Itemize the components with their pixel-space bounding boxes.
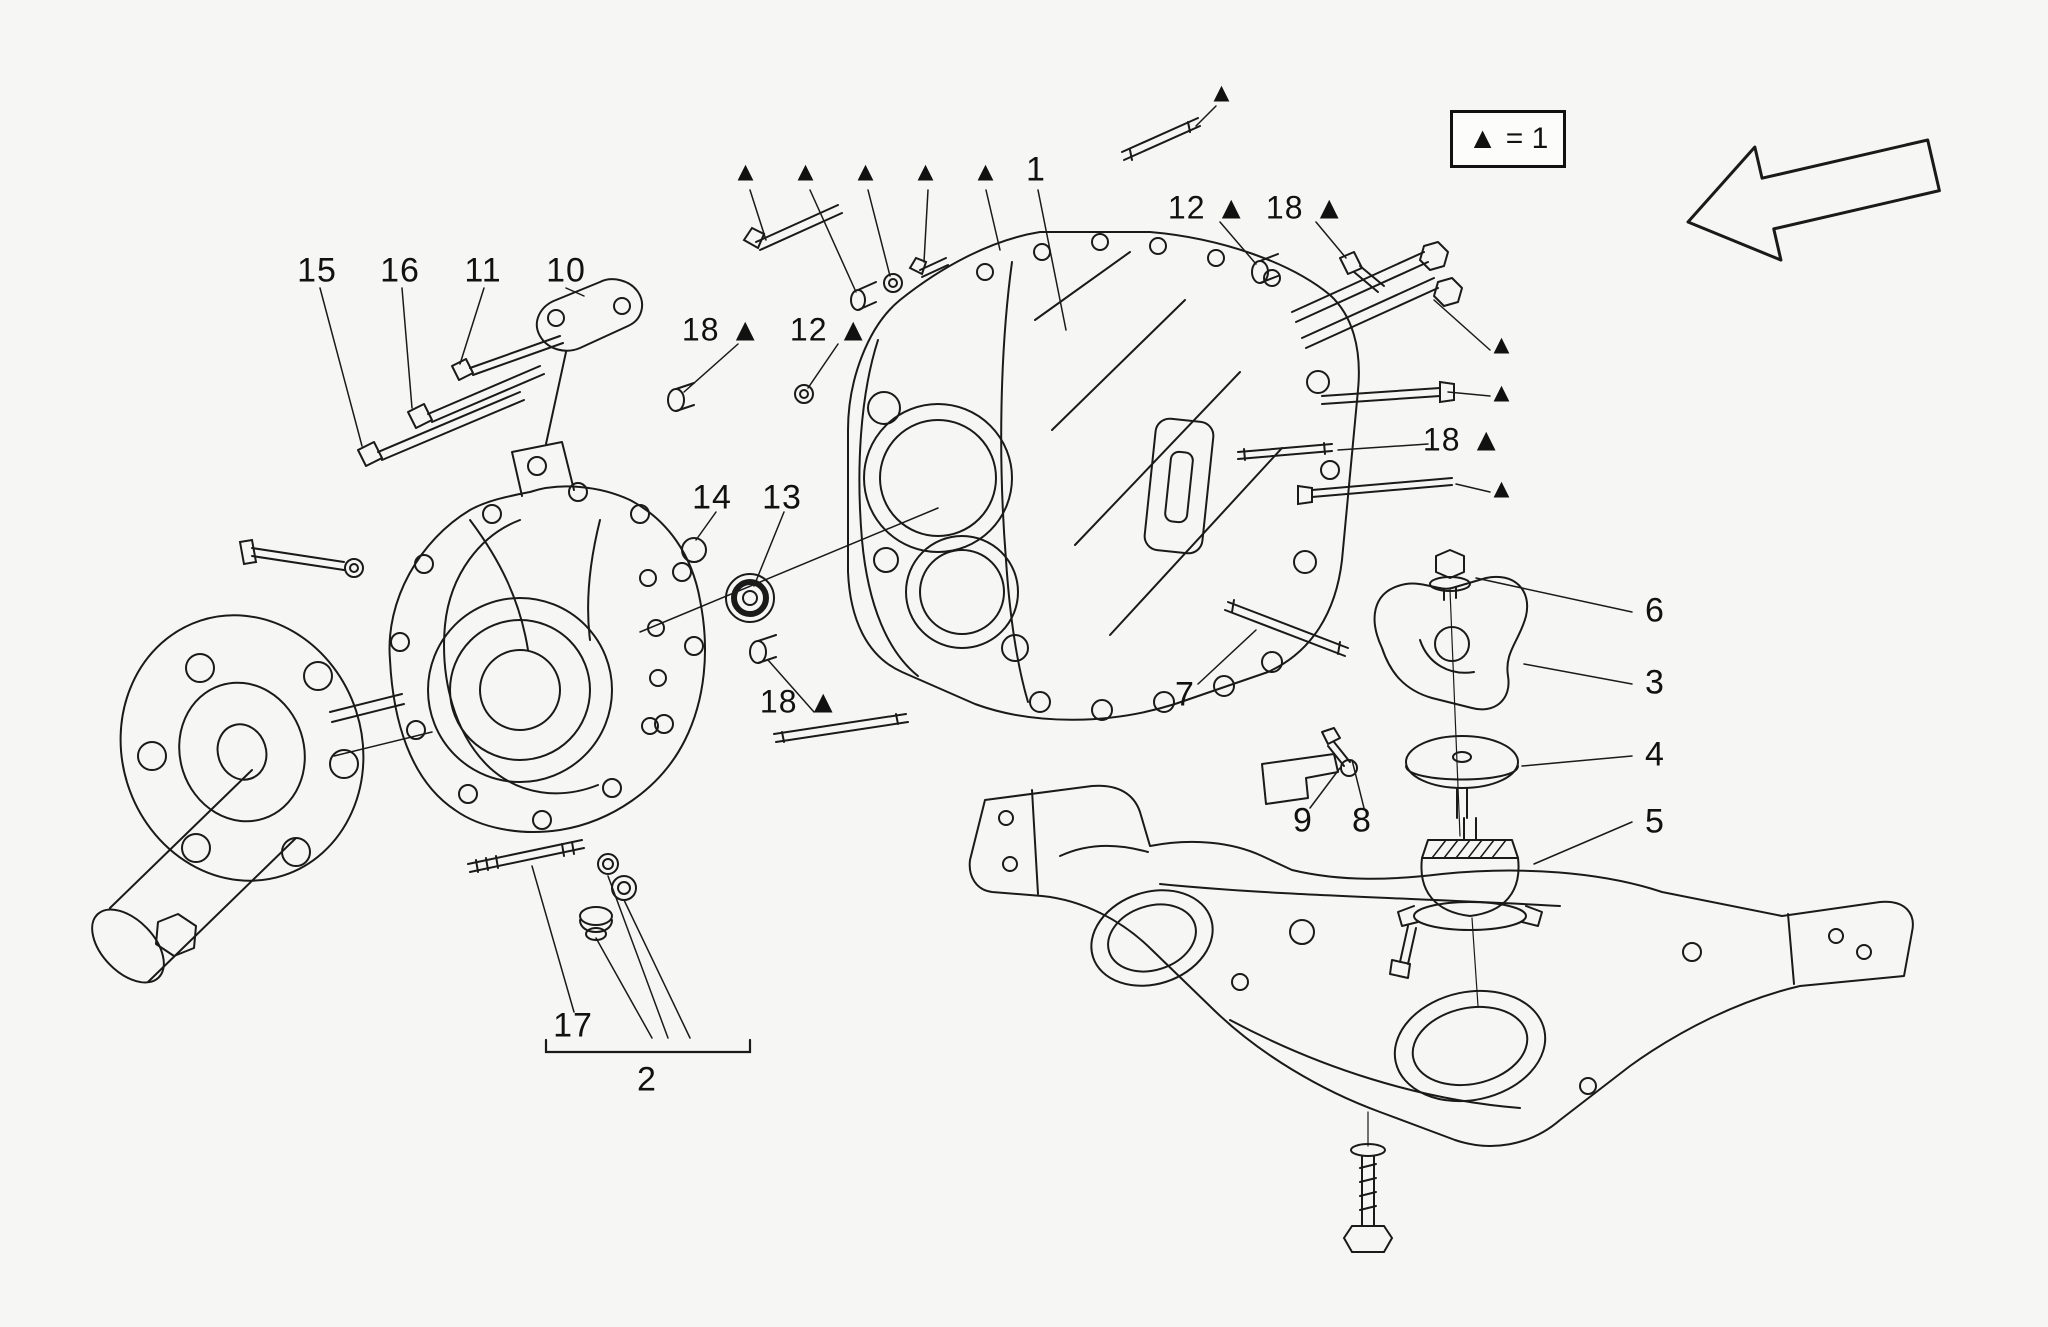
cover-hardware-assembly-2 — [467, 839, 637, 941]
callout-12-left: 12 ▲ — [789, 311, 871, 348]
callout-5: 5 — [1645, 802, 1665, 841]
triangle-marker-right-b: ▲ — [1488, 377, 1516, 408]
callout-18-left: 18 ▲ — [681, 311, 763, 348]
leader-lines — [319, 105, 1633, 1054]
gearbox-side-cover — [388, 441, 706, 833]
axle-hub-flange — [91, 614, 405, 984]
callout-18-top: 18 ▲ — [1265, 189, 1347, 226]
triangle-marker-top-a: ▲ — [732, 156, 760, 187]
snap-ring-and-seal — [681, 537, 775, 623]
legend-label: ▲ = 1 — [1467, 122, 1549, 155]
cover-left-stud — [238, 538, 364, 578]
callout-9: 9 — [1293, 801, 1313, 840]
triangle-marker-top-d: ▲ — [912, 156, 940, 187]
bracket-and-bolts-10-11-15-16 — [357, 278, 644, 467]
callout-1: 1 — [1026, 150, 1046, 189]
engine-mount-assembly — [1261, 549, 1543, 1007]
callout-12-top: 12 ▲ — [1167, 189, 1249, 226]
subframe-bolt — [1342, 1111, 1394, 1253]
callout-16: 16 — [380, 251, 420, 290]
triangle-marker-top-e: ▲ — [972, 156, 1000, 187]
legend-box: ▲ = 1 — [1450, 110, 1566, 168]
callout-8: 8 — [1352, 801, 1372, 840]
direction-arrow — [1686, 138, 1941, 262]
triangle-marker-stud: ▲ — [1208, 77, 1236, 108]
callout-4: 4 — [1645, 735, 1665, 774]
triangle-marker-top-b: ▲ — [792, 156, 820, 187]
triangle-marker-top-c: ▲ — [852, 156, 880, 187]
callout-7: 7 — [1175, 675, 1195, 714]
callout-18-lower: 18 ▲ — [759, 683, 841, 720]
top-bolt-hardware — [742, 204, 949, 311]
triangle-marker-right-a: ▲ — [1488, 329, 1516, 360]
callout-3: 3 — [1645, 663, 1665, 702]
callout-18-right: 18 ▲ — [1422, 421, 1504, 458]
callout-11: 11 — [464, 251, 502, 290]
callout-6: 6 — [1645, 591, 1665, 630]
callout-10: 10 — [546, 251, 586, 290]
callout-15: 15 — [297, 251, 337, 290]
callout-2: 2 — [637, 1060, 657, 1099]
right-side-bolts — [1237, 380, 1455, 506]
callout-13: 13 — [762, 478, 802, 517]
top-right-hardware — [1121, 117, 1463, 349]
callout-17: 17 — [553, 1006, 593, 1045]
main-gearbox-housing — [847, 231, 1360, 721]
triangle-marker-right-c: ▲ — [1488, 473, 1516, 504]
callout-14: 14 — [692, 478, 732, 517]
subframe-crossmember — [968, 784, 1914, 1147]
lower-housing-hardware — [667, 382, 909, 743]
stud-7 — [1224, 599, 1349, 657]
